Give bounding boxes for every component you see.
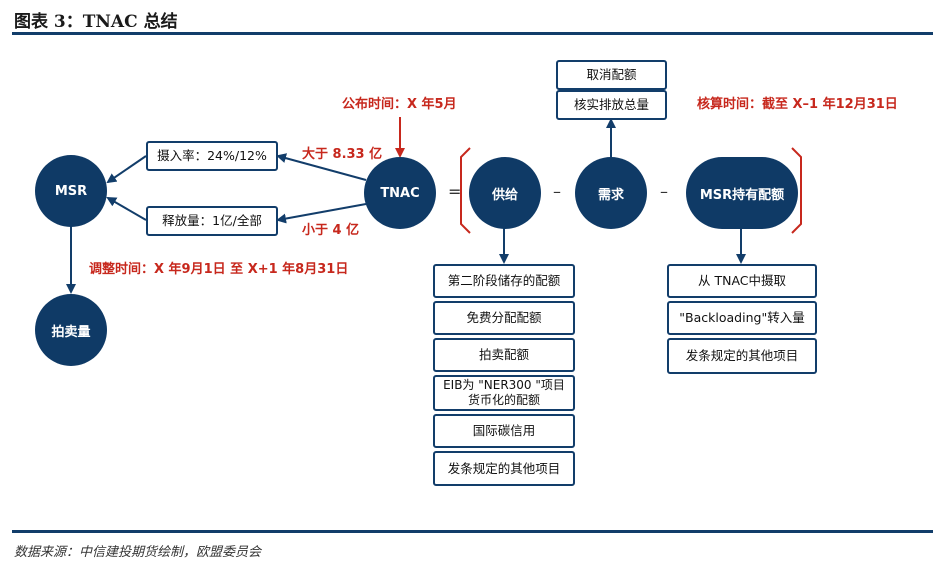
msr-holdings-node: MSR持有配额 [686,157,798,229]
demand-node: 需求 [575,157,647,229]
adjustment-time-label: 调整时间：X 年9月1日 至 X+1 年8月31日 [89,262,349,277]
tnac-to-intake-line [276,153,367,181]
verified-emissions-box: 核实排放总量 [556,90,667,120]
msr-node: MSR [35,155,107,227]
left-bracket [460,147,471,234]
intake-to-msr-line [106,155,147,184]
intake-rate-box: 摄入率：24%/12% [146,141,278,171]
tnac-to-release-line [276,203,367,224]
bottom-rule [12,530,933,533]
publish-time-label: 公布时间：X 年5月 [342,97,457,112]
supply-item-box: 拍卖配额 [433,338,575,372]
below-threshold-label: 小于 4 亿 [302,223,360,238]
tnac-node: TNAC [364,157,436,229]
cancelled-allowances-box: 取消配额 [556,60,667,90]
figure-title: 图表 3：TNAC 总结 [14,12,178,32]
minus-sign-1: – [553,182,561,201]
supply-item-box: 第二阶段储存的配额 [433,264,575,298]
supply-item-box: 发条规定的其他项目 [433,451,575,486]
auction-volume-node: 拍卖量 [35,294,107,366]
msr-holding-item-box: 从 TNAC中摄取 [667,264,817,298]
above-threshold-label: 大于 8.33 亿 [302,147,383,162]
accounting-time-label: 核算时间：截至 X–1 年12月31日 [697,97,898,112]
release-to-msr-line [106,196,147,221]
right-bracket [791,147,802,234]
source-note: 数据来源：中信建投期货绘制，欧盟委员会 [14,545,262,560]
top-rule [12,32,933,35]
supply-item-box: 免费分配配额 [433,301,575,335]
msr-holding-item-box: 发条规定的其他项目 [667,338,817,374]
equals-sign: = [448,182,462,201]
supply-node: 供给 [469,157,541,229]
release-volume-box: 释放量：1亿/全部 [146,206,278,236]
supply-item-box: 国际碳信用 [433,414,575,448]
supply-item-box: EIB为 "NER300 "项目货币化的配额 [433,375,575,411]
minus-sign-2: – [660,182,668,201]
msr-holding-item-box: "Backloading"转入量 [667,301,817,335]
